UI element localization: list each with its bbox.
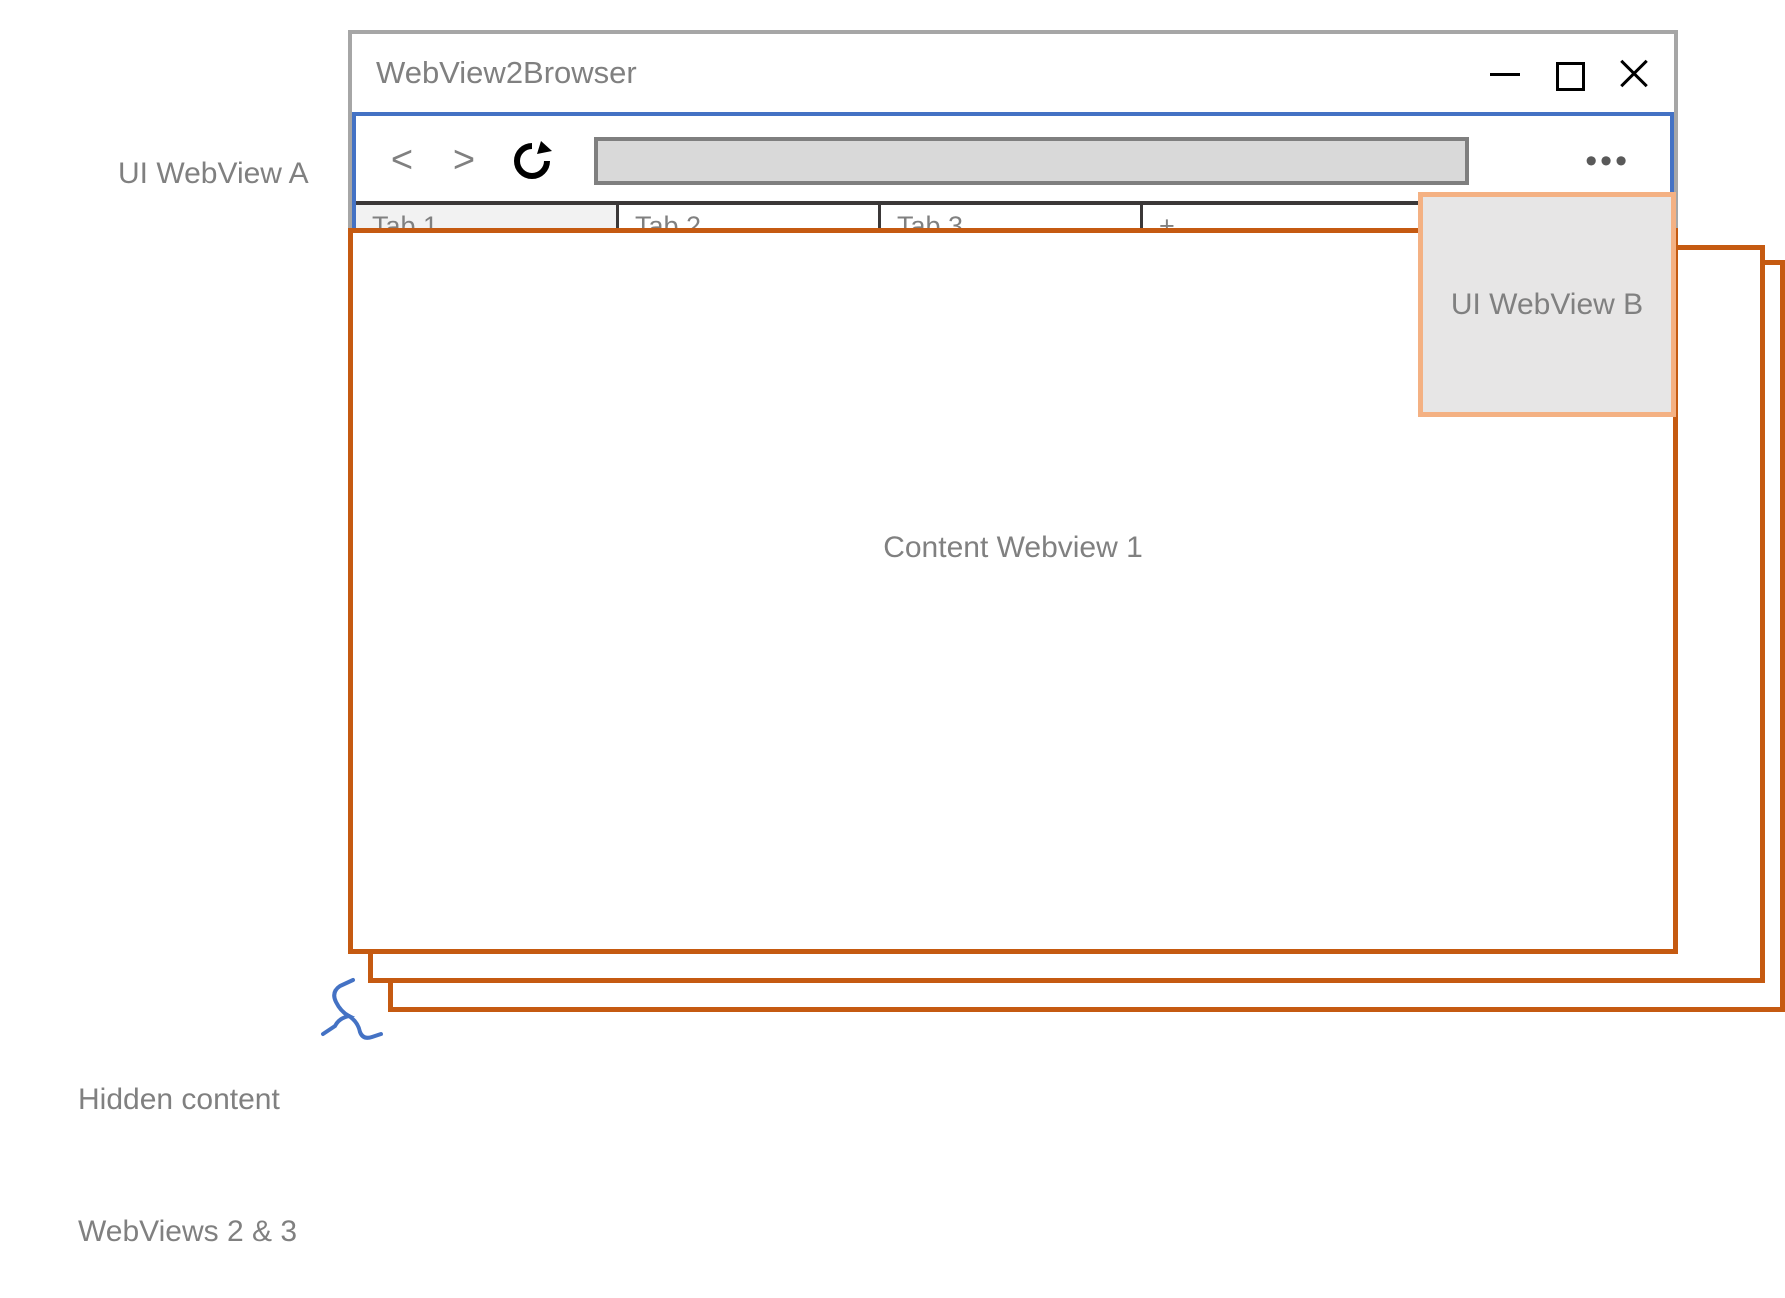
- reload-icon[interactable]: [508, 137, 556, 185]
- back-icon[interactable]: <: [390, 139, 414, 181]
- more-options-icon[interactable]: •••: [1585, 141, 1630, 180]
- curly-brace-icon: [321, 978, 383, 1040]
- ui-webview-b-label: UI WebView B: [1450, 287, 1644, 321]
- minimize-icon[interactable]: [1488, 56, 1522, 90]
- ui-webview-b: UI WebView B: [1418, 192, 1676, 417]
- window-controls: [1488, 56, 1650, 91]
- title-bar: WebView2Browser: [352, 34, 1674, 112]
- close-icon[interactable]: [1616, 56, 1650, 90]
- content-webview-1-label: Content Webview 1: [883, 531, 1143, 564]
- forward-icon[interactable]: >: [452, 139, 476, 181]
- hidden-content-line-2: WebViews 2 & 3: [78, 1215, 298, 1248]
- browser-toolbar: < > •••: [356, 116, 1670, 205]
- page-title: WebView2Browser: [376, 55, 637, 90]
- ui-webview-a-annotation-label: UI WebView A: [118, 157, 309, 190]
- hidden-content-annotation-label: Hidden content WebViews 2 & 3: [78, 990, 297, 1298]
- hidden-content-line-1: Hidden content: [78, 1083, 280, 1116]
- maximize-icon[interactable]: [1552, 56, 1586, 91]
- address-input[interactable]: [594, 136, 1469, 185]
